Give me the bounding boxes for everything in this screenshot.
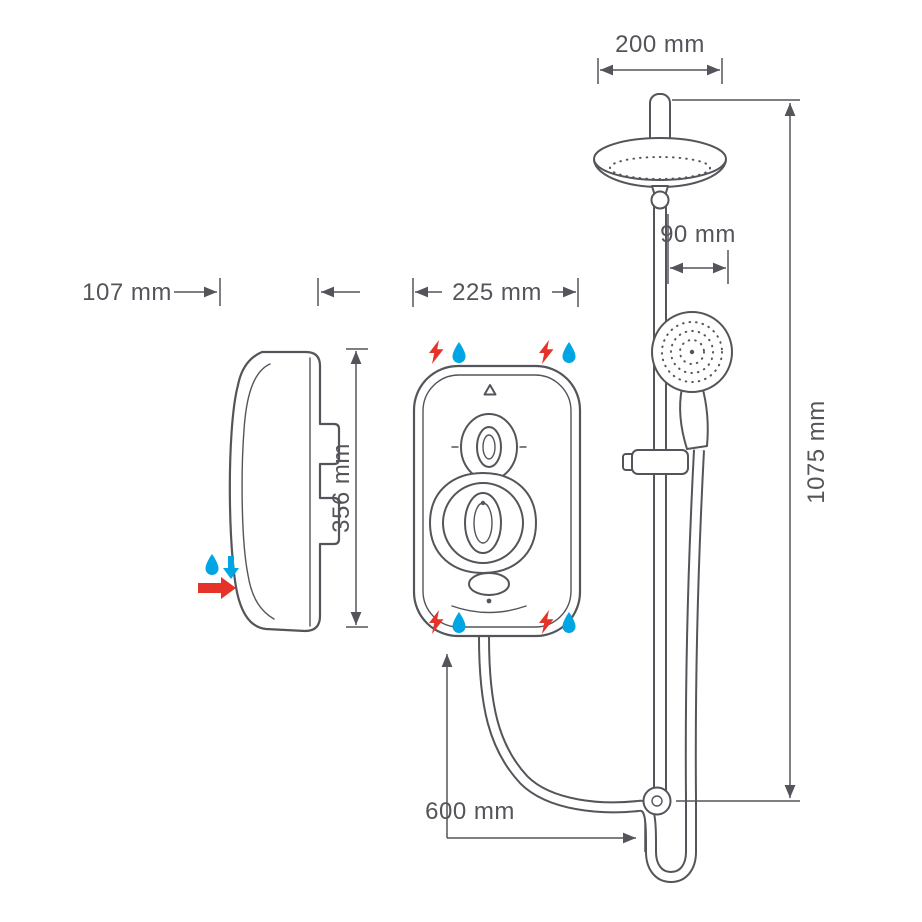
unit-body-side: [228, 350, 341, 633]
dim-unit-height: 356 mm: [328, 348, 368, 628]
overhead-spray-face: [609, 156, 711, 180]
water-supply-icon-top-left: [452, 342, 466, 363]
water-supply-icon-side: [205, 554, 219, 575]
electric-supply-icon-top-right: [539, 340, 554, 364]
rail-bracket: [631, 449, 689, 475]
electric-entry-right-arrow-icon: [198, 577, 236, 599]
dim-unit-width: 225 mm: [412, 278, 579, 307]
dim-hose-run: 600 mm: [425, 654, 646, 852]
dim-head-width-label: 200 mm: [615, 31, 705, 58]
shower-hose-highlight: [480, 449, 703, 882]
top-indicator-arrow-icon: [483, 384, 497, 396]
dim-unit-depth-label: 107 mm: [82, 279, 172, 306]
dim-handset-offset-label: 90 mm: [660, 221, 736, 248]
handheld-spray-center: [689, 349, 695, 355]
power-selector-knob-inner: [482, 434, 496, 460]
supply-entry-icons-side: [198, 554, 239, 599]
head-ball-joint: [650, 190, 670, 210]
handheld-shower: [622, 311, 733, 475]
handheld-handle: [679, 385, 709, 450]
dim-riser-height: 1075 mm: [672, 99, 830, 802]
dial-pointer-dot: [480, 500, 486, 506]
dim-handset-offset: 90 mm: [660, 214, 736, 284]
handheld-spray-ring-mid: [670, 330, 714, 374]
hose-elbow: [642, 786, 672, 816]
handheld-spray-ring-outer: [661, 321, 723, 383]
dim-riser-height-label: 1075 mm: [803, 400, 830, 504]
water-entry-down-arrow-icon: [223, 556, 239, 579]
shower-unit-side-view: [198, 350, 341, 633]
start-stop-button-face: [468, 572, 510, 596]
power-selector-knob: [476, 426, 502, 468]
dial-ring: [442, 482, 524, 564]
button-indicator-dot: [486, 598, 492, 604]
dim-head-width: 200 mm: [597, 31, 723, 84]
overhead-shower: [593, 93, 727, 210]
dim-unit-width-label: 225 mm: [452, 279, 542, 306]
dim-hose-run-label: 600 mm: [425, 798, 515, 825]
dim-unit-height-label: 356 mm: [328, 443, 355, 533]
unit-cover-inner-line: [422, 374, 572, 628]
handheld-spray-ring-inner: [679, 339, 705, 365]
hose-elbow-detail: [651, 795, 663, 807]
dial-knob: [464, 492, 502, 554]
overhead-shower-head: [593, 137, 727, 181]
riser-rail-assembly: [478, 93, 733, 884]
unit-side-inner-line: [241, 363, 275, 620]
start-stop-button: [451, 572, 527, 614]
electric-supply-icon-top-left: [429, 340, 444, 364]
water-supply-icon-top-right: [562, 342, 576, 363]
dim-unit-depth: 107 mm: [82, 278, 360, 306]
cover-bottom-curve: [451, 605, 527, 614]
power-selector: [451, 413, 527, 481]
shower-unit-front-view: [412, 340, 582, 638]
riser-rail: [653, 204, 667, 794]
temperature-dial: [429, 472, 537, 574]
